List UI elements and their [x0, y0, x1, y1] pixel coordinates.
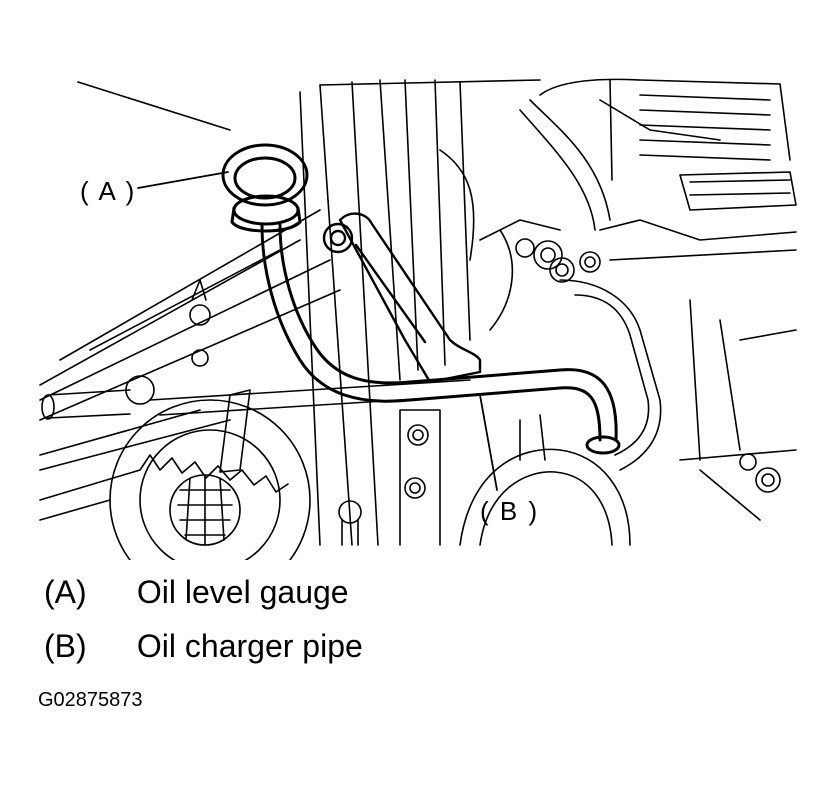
legend-text: Oil charger pipe: [136, 628, 363, 664]
legend-item-a: (A) Oil level gauge: [44, 576, 349, 608]
legend-key: (B): [44, 628, 87, 664]
callout-label-a: ( A ): [80, 176, 137, 206]
oil-level-gauge-tube: [221, 143, 621, 455]
left-belt-lines: [39, 81, 341, 521]
right-hose: [559, 279, 797, 521]
upper-bolts: [515, 238, 601, 283]
callout-label-b: ( B ): [480, 496, 540, 526]
leader-lines: [137, 171, 498, 491]
leader-line-b: [479, 394, 498, 491]
engine-line-drawing: [39, 78, 797, 560]
timing-pulley: [109, 389, 311, 560]
lower-right-unit: [338, 409, 631, 546]
oil-charger-pipe-bracket: [322, 212, 482, 384]
legend-item-b: (B) Oil charger pipe: [44, 630, 363, 662]
engine-block-outline: [299, 79, 561, 546]
legend-key: (A): [44, 574, 87, 610]
legend-text: Oil level gauge: [136, 574, 349, 610]
engine-upper-right: [519, 78, 797, 261]
figure-id: G02875873: [38, 689, 143, 711]
leader-line-a: [137, 171, 229, 189]
